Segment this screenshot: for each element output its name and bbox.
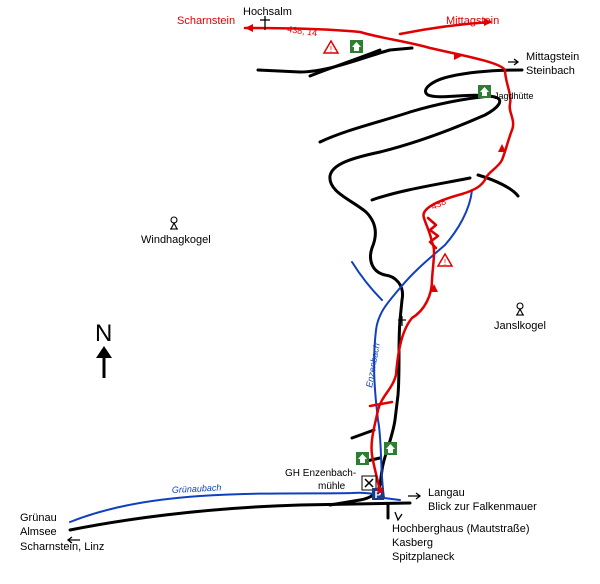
label-gruenau: Grünau bbox=[20, 512, 57, 524]
river-enzenbach bbox=[373, 189, 473, 501]
label-mittagstein: Mittagstein bbox=[526, 51, 579, 63]
svg-text:!: ! bbox=[330, 45, 332, 54]
start-point bbox=[377, 487, 383, 493]
label-gh-enzenbach-1: GH Enzenbach- bbox=[285, 468, 356, 479]
road-serpentine bbox=[328, 68, 524, 507]
label-hochberghaus: Hochberghaus (Mautstraße) bbox=[392, 523, 530, 535]
warning-icon: ! bbox=[322, 39, 340, 54]
label-blick-falkenmauer: Blick zur Falkenmauer bbox=[428, 501, 537, 513]
label-kasberg: Kasberg bbox=[392, 537, 433, 549]
road-lower-switch bbox=[370, 176, 472, 202]
label-langau: Langau bbox=[428, 487, 465, 499]
label-windhagkogel: Windhagkogel bbox=[141, 234, 211, 246]
label-scharnstein-linz: Scharnstein, Linz bbox=[20, 541, 104, 553]
road-valley-left bbox=[68, 501, 412, 532]
label-gh-enzenbach-2: mühle bbox=[318, 481, 346, 492]
house-icon bbox=[350, 40, 363, 53]
peak-icon bbox=[170, 216, 178, 230]
label-route-438-14: 438, 14 bbox=[287, 24, 318, 38]
label-gruenaubach: Grünaubach bbox=[172, 482, 222, 495]
road-mid-diagonal bbox=[318, 94, 492, 144]
label-steinbach: Steinbach bbox=[526, 65, 575, 77]
label-almsee: Almsee bbox=[20, 526, 57, 538]
route-red-spur bbox=[368, 400, 394, 408]
svg-text:!: ! bbox=[444, 258, 446, 267]
arrow-head bbox=[498, 144, 506, 152]
wayside-cross-icon bbox=[398, 316, 406, 326]
label-janslkogel: Janslkogel bbox=[494, 320, 546, 332]
arrow-head bbox=[484, 18, 492, 26]
arrow-hochberghaus bbox=[394, 511, 403, 522]
arrow-mittagstein-steinbach bbox=[508, 58, 520, 66]
arrow-head bbox=[454, 52, 462, 60]
label-jagdhuette: Jagdhütte bbox=[494, 91, 534, 101]
river-tributary bbox=[351, 261, 383, 301]
warning-icon: ! bbox=[436, 252, 454, 267]
label-north: N bbox=[95, 320, 112, 347]
label-mittagstein-top: Mittagstein bbox=[446, 15, 499, 27]
arrow-head bbox=[430, 284, 438, 292]
svg-text:P: P bbox=[375, 490, 382, 501]
restaurant-icon bbox=[361, 475, 377, 491]
arrow-head bbox=[245, 24, 253, 32]
road-spur bbox=[350, 428, 376, 440]
road-lower-right bbox=[476, 173, 520, 198]
arrow-langau bbox=[408, 492, 422, 500]
label-spitzplaneck: Spitzplaneck bbox=[392, 551, 455, 563]
route-arrows bbox=[245, 18, 506, 292]
road-upper-mid bbox=[308, 48, 382, 78]
arrow-gruenau bbox=[66, 536, 80, 544]
north-arrow-icon bbox=[96, 346, 112, 378]
label-enzenbach: Enzenbach bbox=[364, 342, 382, 388]
route-to-mittagstein bbox=[398, 20, 492, 36]
house-icon bbox=[478, 85, 491, 98]
river-gruenaubach bbox=[69, 491, 385, 523]
label-hochsalm: Hochsalm bbox=[243, 6, 292, 18]
peak-icon bbox=[516, 302, 524, 316]
route-zigzag bbox=[426, 216, 440, 250]
house-icon bbox=[384, 442, 397, 455]
house-icon bbox=[356, 452, 369, 465]
summit-cross-icon bbox=[260, 16, 270, 30]
label-scharnstein-top: Scharnstein bbox=[177, 15, 235, 27]
